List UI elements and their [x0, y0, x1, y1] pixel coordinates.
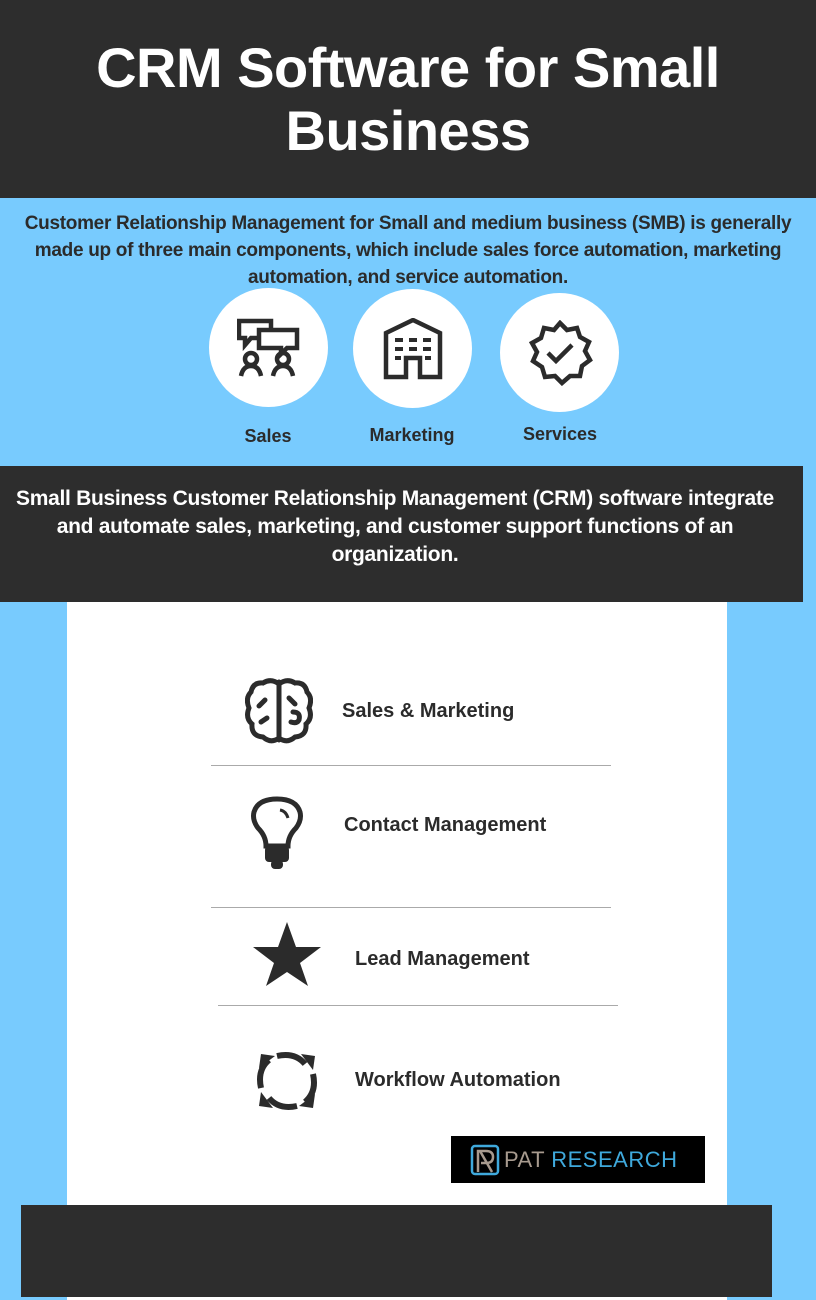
logo-text-pat: PAT — [504, 1146, 545, 1172]
divider — [211, 765, 611, 766]
marketing-circle — [353, 289, 472, 408]
feature-label-sales-marketing: Sales & Marketing — [342, 700, 515, 722]
feature-label-contact-management: Contact Management — [344, 814, 547, 836]
feature-label-workflow-automation: Workflow Automation — [355, 1069, 561, 1091]
features-panel — [67, 602, 727, 1300]
pat-research-logo-mark — [470, 1144, 500, 1175]
logo-text: PAT RESEARCH — [504, 1147, 678, 1173]
feature-label-lead-management: Lead Management — [355, 948, 530, 970]
component-label-sales: Sales — [244, 426, 292, 446]
pat-research-logo: PAT RESEARCH — [451, 1136, 705, 1183]
refresh-cycle-icon — [257, 1052, 317, 1110]
component-label-marketing: Marketing — [369, 425, 455, 445]
footer-band — [21, 1205, 772, 1297]
intro-text: Customer Relationship Management for Sma… — [24, 213, 792, 288]
title-line-1: CRM Software for Small — [96, 36, 720, 99]
badge-check-icon — [528, 319, 593, 386]
building-icon — [383, 317, 442, 379]
divider — [211, 907, 611, 908]
crm-definition-text: Small Business Customer Relationship Man… — [16, 487, 774, 566]
chat-people-icon — [236, 318, 299, 377]
star-icon — [253, 922, 321, 986]
sales-circle — [209, 288, 328, 407]
component-label-services: Services — [522, 424, 598, 444]
brain-icon — [245, 678, 313, 744]
logo-text-research: RESEARCH — [551, 1146, 678, 1172]
title-line-2: Business — [285, 99, 532, 162]
header-banner — [0, 0, 816, 198]
crm-definition-band — [0, 466, 803, 602]
divider — [218, 1005, 618, 1006]
lightbulb-icon — [251, 796, 303, 869]
services-circle — [500, 293, 619, 412]
page-title: CRM Software for Small Business — [0, 36, 816, 162]
